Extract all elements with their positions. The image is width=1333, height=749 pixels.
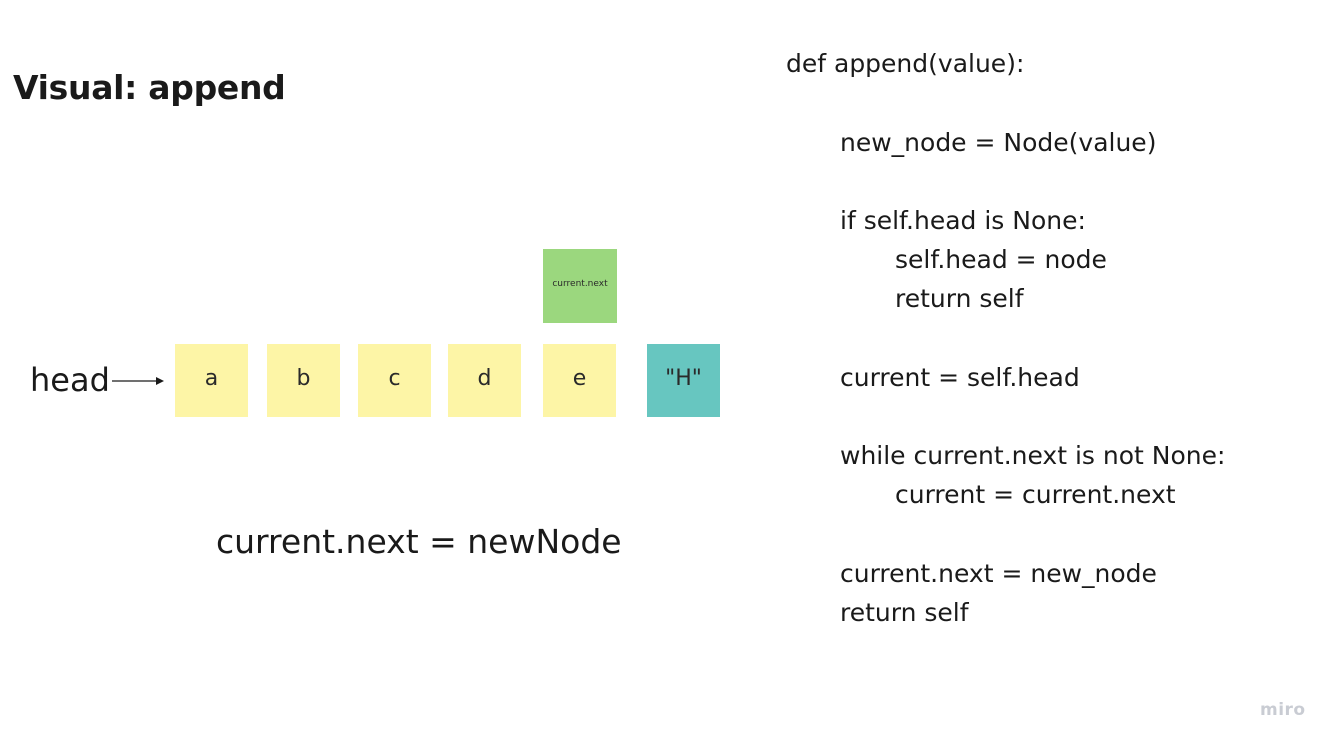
- code-line: if self.head is None:: [840, 206, 1086, 235]
- node-a-label: a: [204, 366, 219, 391]
- node-d-label: d: [477, 366, 492, 391]
- node-b-sticky-note[interactable]: b: [267, 344, 340, 417]
- node-b-label: b: [296, 366, 311, 391]
- node-c-sticky-note[interactable]: c: [358, 344, 431, 417]
- head-pointer-arrow: [112, 377, 164, 385]
- head-label: head: [30, 361, 110, 399]
- node-d-sticky-note[interactable]: d: [448, 344, 521, 417]
- code-line: new_node = Node(value): [840, 128, 1157, 157]
- code-line: current = current.next: [895, 480, 1176, 509]
- node-c-label: c: [388, 366, 401, 391]
- code-line: self.head = node: [895, 245, 1107, 274]
- node-e-sticky-note[interactable]: e: [543, 344, 616, 417]
- code-line: current.next = new_node: [840, 559, 1157, 588]
- slide-title: Visual: append: [13, 68, 286, 107]
- miro-watermark-logo: miro: [1260, 700, 1306, 720]
- code-line: current = self.head: [840, 363, 1080, 392]
- code-line: return self: [840, 598, 969, 627]
- current-next-note-label: current.next: [552, 279, 608, 289]
- code-line: while current.next is not None:: [840, 441, 1226, 470]
- node-h-label: "H": [665, 366, 702, 391]
- node-a-sticky-note[interactable]: a: [175, 344, 248, 417]
- assignment-caption: current.next = newNode: [216, 522, 622, 561]
- code-line: def append(value):: [786, 49, 1025, 78]
- code-line: return self: [895, 284, 1024, 313]
- current-next-sticky-note[interactable]: current.next: [543, 249, 617, 323]
- node-e-label: e: [572, 366, 587, 391]
- node-h-sticky-note[interactable]: "H": [647, 344, 720, 417]
